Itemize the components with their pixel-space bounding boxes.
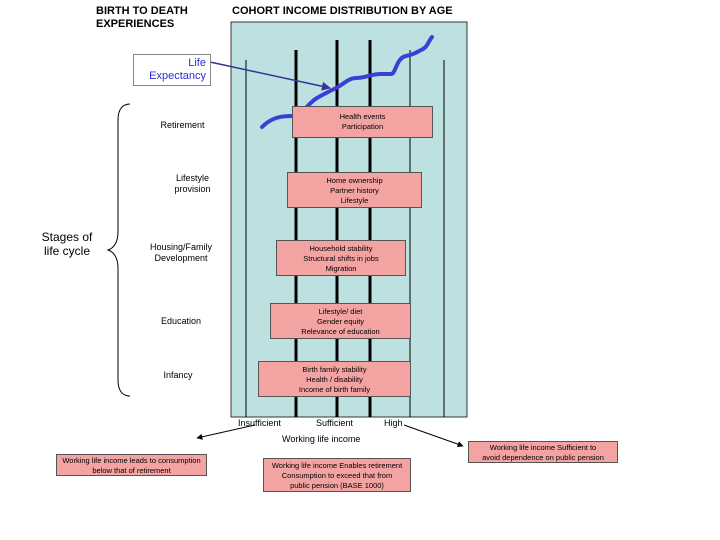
factor-text: Income of birth family: [298, 385, 371, 394]
factor-text: Relevance of education: [301, 327, 380, 336]
outcome-arrow-left: [196, 424, 256, 440]
factor-text: Lifestyle/ diet: [318, 307, 363, 316]
factor-text: Migration: [325, 264, 357, 273]
stages-label-line: life cycle: [43, 244, 90, 258]
factor-text: Lifestyle: [340, 196, 369, 205]
outcome-text: below that of retirement: [92, 466, 171, 475]
stage-line: Development: [154, 253, 208, 263]
outcome-box-sufficient: Working life income Enables retirement C…: [263, 458, 411, 492]
housing-factors-box: Household stability Structural shifts in…: [276, 240, 406, 276]
outcome-arrow-right: [403, 424, 464, 448]
factor-text: Health / disability: [306, 375, 363, 384]
outcome-text: Working life income Sufficient to: [489, 443, 597, 452]
stage-infancy: Infancy: [163, 370, 193, 380]
factor-text: Structural shifts in jobs: [303, 254, 379, 263]
stage-education: Education: [160, 316, 202, 326]
life-expectancy-label: Expectancy: [149, 70, 206, 82]
right-title: COHORT INCOME DISTRIBUTION BY AGE: [232, 5, 453, 17]
axis-sufficient: Sufficient: [316, 418, 353, 428]
factor-text: Health events: [339, 112, 386, 121]
outcome-text: Consumption to exceed that from: [281, 471, 393, 480]
left-title-line: EXPERIENCES: [96, 18, 175, 30]
outcome-box-high: Working life income Sufficient to avoid …: [468, 441, 618, 463]
outcome-text: Working life income leads to consumption: [62, 456, 201, 465]
axis-high: High: [384, 418, 403, 428]
outcome-text: avoid dependence on public pension: [482, 453, 604, 462]
stages-label-line: Stages of: [41, 230, 93, 244]
factor-text: Household stability: [309, 244, 373, 253]
left-title: BIRTH TO DEATH EXPERIENCES: [96, 5, 236, 31]
factor-text: Partner history: [330, 186, 379, 195]
life-expectancy-box: Life Expectancy: [133, 54, 211, 86]
lifestyle-factors-box: Home ownership Partner history Lifestyle: [287, 172, 422, 208]
stage-line: Housing/Family: [149, 242, 213, 252]
stage-lifestyle-provision: Lifestyle provision: [150, 173, 235, 195]
axis-working-life-income: Working life income: [282, 434, 361, 444]
outcome-box-insufficient: Working life income leads to consumption…: [56, 454, 207, 476]
factor-text: Participation: [341, 122, 384, 131]
stages-brace: [106, 103, 131, 397]
stage-housing-family: Housing/Family Development: [136, 242, 226, 264]
life-expectancy-label: Life: [188, 57, 206, 69]
outcome-text: Working life income Enables retirement: [271, 461, 403, 470]
factor-text: Home ownership: [326, 176, 383, 185]
education-factors-box: Lifestyle/ diet Gender equity Relevance …: [270, 303, 411, 339]
axis-insufficient: Insufficient: [238, 418, 281, 428]
life-expectancy-pointer: [209, 61, 331, 91]
stage-line: Lifestyle: [175, 173, 210, 183]
stage-line: provision: [174, 184, 211, 194]
stage-retirement: Retirement: [160, 120, 205, 130]
retirement-factors-box: Health events Participation: [292, 106, 433, 138]
factor-text: Gender equity: [316, 317, 365, 326]
cohort-panel: [230, 21, 468, 418]
left-title-line: BIRTH TO DEATH: [96, 5, 188, 17]
outcome-text: public pension (BASE 1000): [290, 481, 384, 490]
stages-label: Stages of life cycle: [28, 230, 106, 258]
infancy-factors-box: Birth family stability Health / disabili…: [258, 361, 411, 397]
factor-text: Birth family stability: [302, 365, 367, 374]
